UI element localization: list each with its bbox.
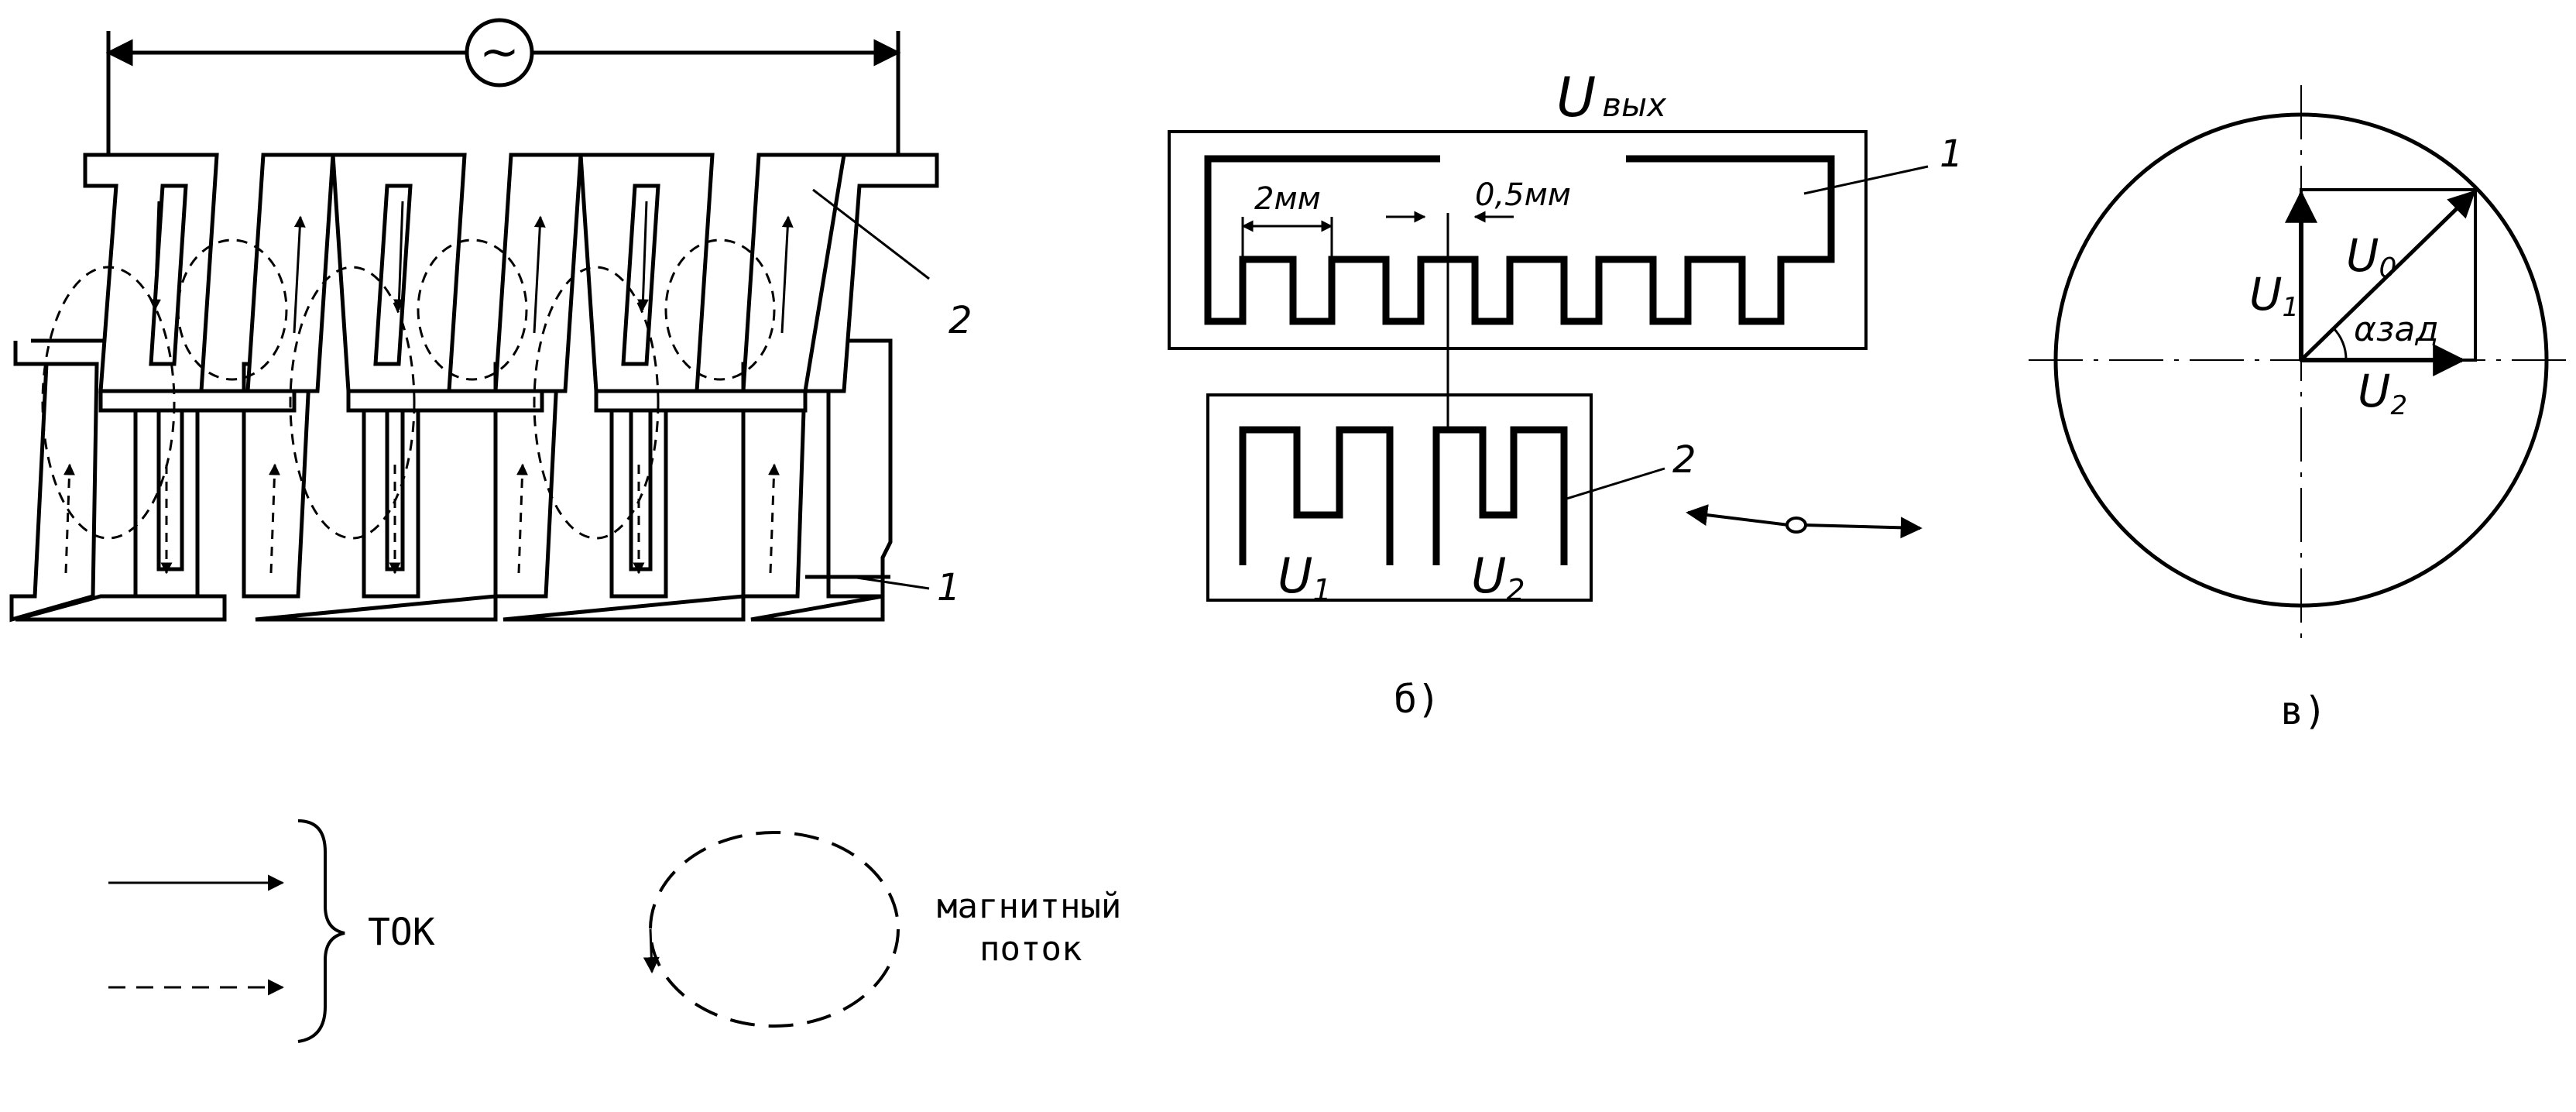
flux-loops	[41, 239, 776, 540]
legend-flux-label-2: поток	[979, 929, 1082, 969]
scale-winding	[1204, 155, 1835, 325]
angle-arc	[2331, 326, 2348, 361]
u0-vector-label: U0	[2346, 229, 2396, 284]
slider-winding-2	[83, 153, 939, 413]
u2-slider-label: U2	[1471, 547, 1525, 607]
current-arrows-dashed	[63, 463, 780, 575]
ac-source-icon	[465, 18, 534, 88]
dim-pitch-label: 2мм	[1254, 181, 1321, 217]
caption-c: в)	[2280, 688, 2327, 733]
callout-1-a: 1	[937, 566, 961, 609]
slider-board	[1206, 393, 1593, 602]
legend-flux-loop	[649, 831, 900, 1028]
figure-a-windings: ~	[9, 18, 972, 623]
ac-source-dimension: ~	[105, 18, 901, 178]
slider-winding-u1	[1239, 426, 1394, 565]
legend-current-label: ТОК	[368, 911, 435, 954]
legend: ТОК магнитный поток	[108, 819, 1121, 1043]
current-arrows-solid	[149, 201, 794, 334]
scale-winding-1	[9, 338, 893, 623]
u2-vector-label: U2	[2358, 365, 2407, 421]
u1-slider-label: U1	[1278, 547, 1332, 607]
ac-source-symbol: ~	[479, 23, 520, 80]
u1-vector-label: U1	[2249, 268, 2299, 323]
dim-gap-label: 0,5мм	[1475, 177, 1571, 213]
callout-1-b: 1	[1940, 132, 1964, 176]
slider-winding-u2	[1432, 426, 1568, 565]
legend-brace	[297, 819, 345, 1043]
angle-label: αзад	[2354, 310, 2439, 349]
motion-arrow	[1686, 504, 1923, 539]
scale-board	[1168, 130, 1868, 350]
callout-2-b: 2	[1672, 438, 1696, 482]
legend-flux-label-1: магнитный	[937, 887, 1121, 926]
u0-vector	[2300, 190, 2476, 362]
dim-pitch: 2мм	[1241, 181, 1333, 259]
caption-b: б)	[1394, 677, 1440, 722]
callout-2-a: 2	[948, 299, 972, 342]
figure-c-phasor: U0 U1 U2 αзад в)	[2029, 85, 2576, 733]
dim-gap: 0,5мм	[1386, 177, 1571, 223]
